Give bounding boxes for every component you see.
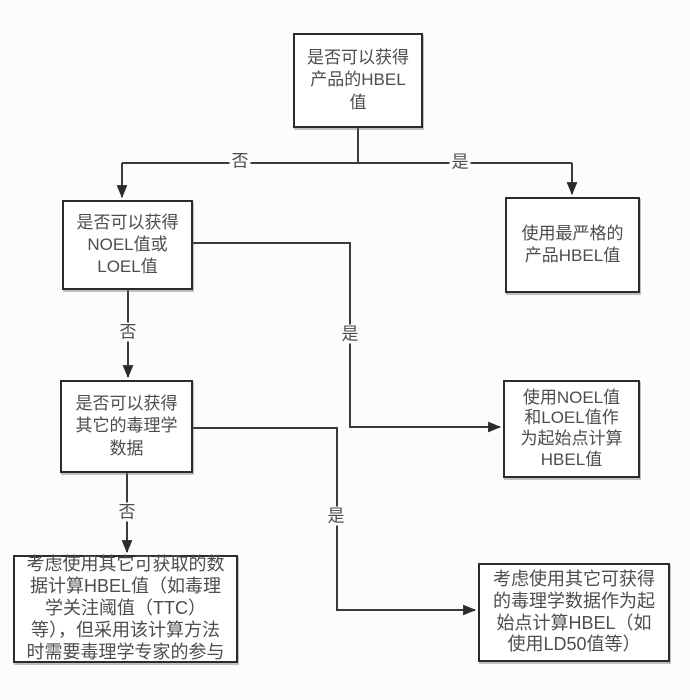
flowchart-node-use-noel-loel-start: 使用NOEL值 和LOEL值作 为起始点计算 HBEL值 bbox=[503, 380, 640, 478]
flowchart-node-use-strict-hbel: 使用最严格的 产品HBEL值 bbox=[505, 197, 640, 293]
flowchart-node-q-noel-loel: 是否可以获得 NOEL值或 LOEL值 bbox=[62, 200, 193, 290]
flowchart-node-q-other-tox-data: 是否可以获得 其它的毒理学 数据 bbox=[60, 380, 193, 473]
edge-label-no-3: 否 bbox=[116, 502, 138, 522]
flowchart-node-q-product-hbel: 是否可以获得 产品的HBEL 值 bbox=[293, 33, 423, 128]
edge-label-yes-2: 是 bbox=[339, 324, 361, 344]
connector-top-split bbox=[122, 128, 572, 164]
edge-label-no-1: 否 bbox=[229, 151, 251, 171]
edge-label-no-2: 否 bbox=[117, 322, 139, 342]
flowchart-node-consider-other-tox: 考虑使用其它可获得 的毒理学数据作为起 始点计算HBEL（如 使用LD50值等） bbox=[478, 563, 670, 662]
flowchart-node-consider-other-data: 考虑使用其它可获取的数 据计算HBEL值（如毒理 学关注阈值（TTC） 等），但… bbox=[13, 554, 238, 663]
edge-label-yes-3: 是 bbox=[325, 506, 347, 526]
edge-label-yes-1: 是 bbox=[449, 152, 471, 172]
